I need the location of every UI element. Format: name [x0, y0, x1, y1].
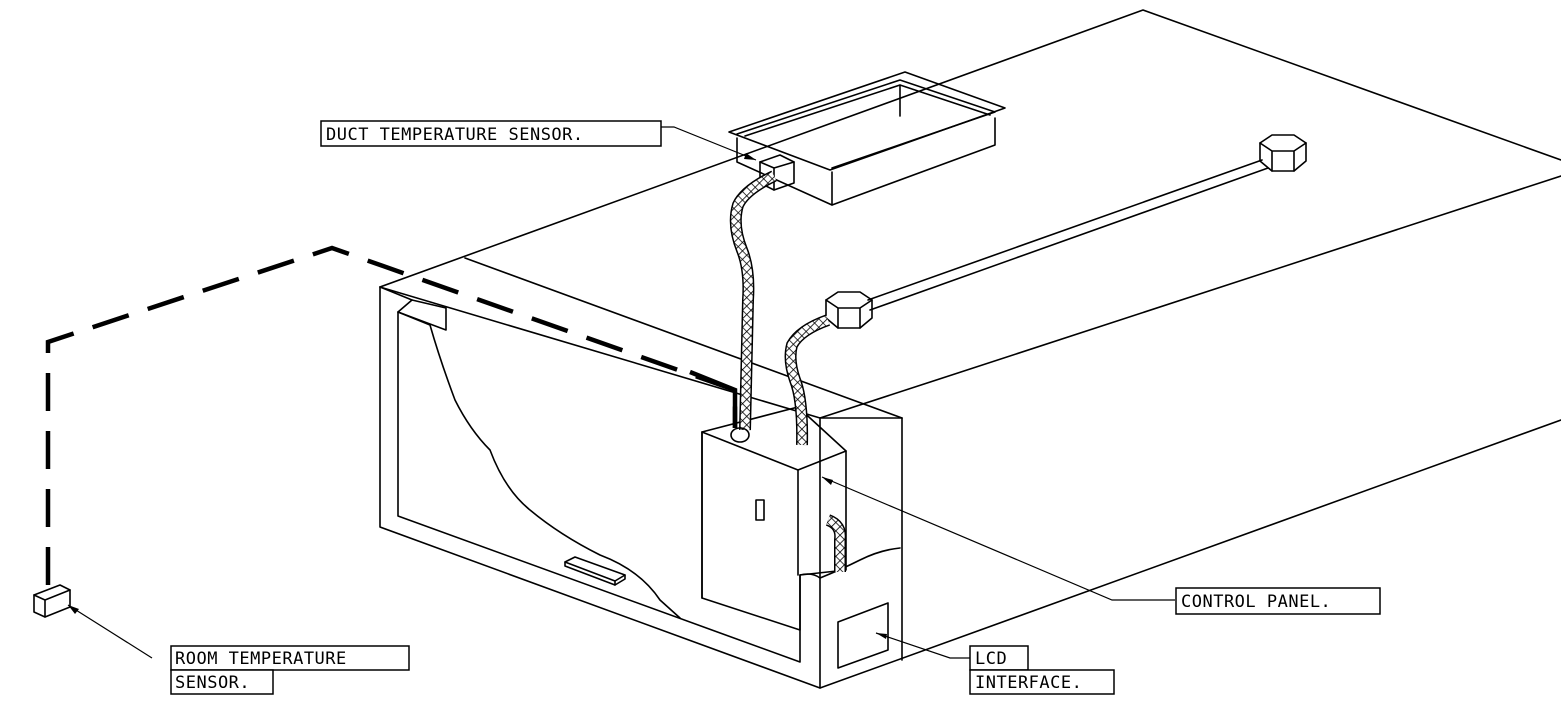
room-sensor-wiring [45, 245, 738, 585]
lcd-label-line2: INTERFACE. [975, 673, 1082, 693]
diffuser-conduit [825, 134, 1307, 329]
label-lcd-interface: LCD INTERFACE. [969, 645, 1115, 695]
lcd-interface [837, 602, 889, 669]
label-duct-sensor: DUCT TEMPERATURE SENSOR. [320, 120, 662, 147]
label-control-panel: CONTROL PANEL. [1175, 587, 1381, 615]
conduit-entry [730, 427, 750, 443]
duct-sensor-label: DUCT TEMPERATURE SENSOR. [326, 125, 584, 145]
room-sensor-label-line2: SENSOR. [175, 673, 250, 693]
control-panel-cabinet [701, 406, 847, 631]
supply-duct [728, 71, 1006, 206]
control-panel-label: CONTROL PANEL. [1181, 592, 1331, 612]
room-sensor-label-line1: ROOM TEMPERATURE [175, 649, 347, 669]
leader-lines [67, 126, 1175, 659]
lcd-label-line1: LCD [975, 649, 1007, 669]
label-room-sensor: ROOM TEMPERATURE SENSOR. [170, 645, 410, 695]
room-temperature-sensor [33, 584, 71, 618]
sensor-cable-braided [729, 170, 847, 572]
building-outline [379, 9, 1561, 689]
wall-cutaway [379, 286, 901, 663]
